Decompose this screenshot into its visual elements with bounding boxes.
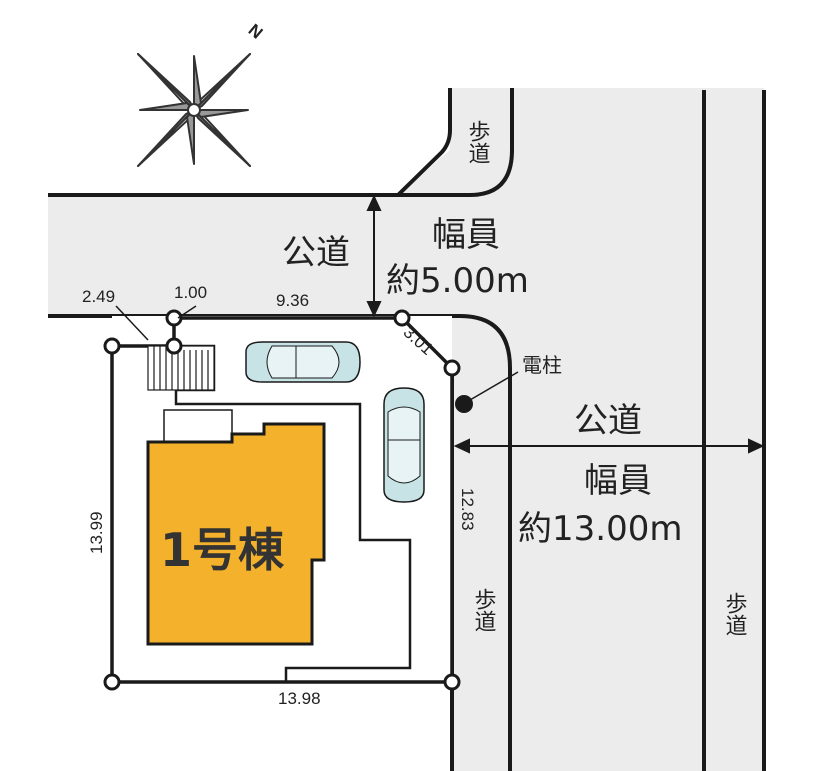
leader-lines: [115, 305, 519, 401]
marker: [443, 359, 461, 377]
marker: [165, 337, 183, 355]
marker: [165, 309, 183, 327]
dim-2-49: 2.49: [82, 287, 115, 306]
dim-12-83: 12.83: [458, 488, 477, 531]
utility-pole-label: 電柱: [522, 353, 562, 377]
marker: [443, 673, 461, 691]
marker: [103, 673, 121, 691]
top-road-width-label: 幅員: [432, 215, 500, 255]
boundary-markers: [103, 309, 461, 691]
top-road-lower-edge: [48, 314, 512, 771]
porch: [163, 409, 233, 447]
width-arrows: [366, 194, 765, 454]
dim-9-36: 9.36: [276, 291, 309, 310]
top-road-upper-edge: [48, 88, 452, 197]
marker: [103, 337, 121, 355]
right-road-area: [48, 88, 764, 771]
right-road-width-label: 幅員: [584, 461, 652, 501]
utility-pole-icon: [455, 395, 473, 413]
car-vertical: [383, 387, 425, 503]
top-road-width-value: 約5.00m: [386, 261, 529, 301]
entrance-stairs: [147, 345, 215, 391]
upper-sidewalk-edge: [398, 88, 514, 197]
dim-13-98: 13.98: [278, 689, 321, 708]
marker: [393, 309, 411, 327]
top-road-label: 公道: [282, 233, 350, 273]
right-road-width-value: 約13.00m: [518, 509, 682, 549]
building-1: [146, 422, 326, 646]
right-road-label: 公道: [574, 401, 642, 441]
building-label: 1号棟: [160, 523, 285, 577]
compass-north-label: N: [245, 20, 267, 42]
dim-13-99: 13.99: [87, 511, 106, 554]
sidewalk-label-top: 歩道: [465, 120, 491, 164]
car-horizontal: [245, 341, 361, 383]
dim-1-00: 1.00: [174, 283, 207, 302]
road-network: [48, 88, 766, 771]
compass-rose-icon: [137, 53, 251, 167]
sidewalk-label-right: 歩道: [722, 592, 748, 636]
sidewalk-label-mid: 歩道: [471, 588, 497, 632]
